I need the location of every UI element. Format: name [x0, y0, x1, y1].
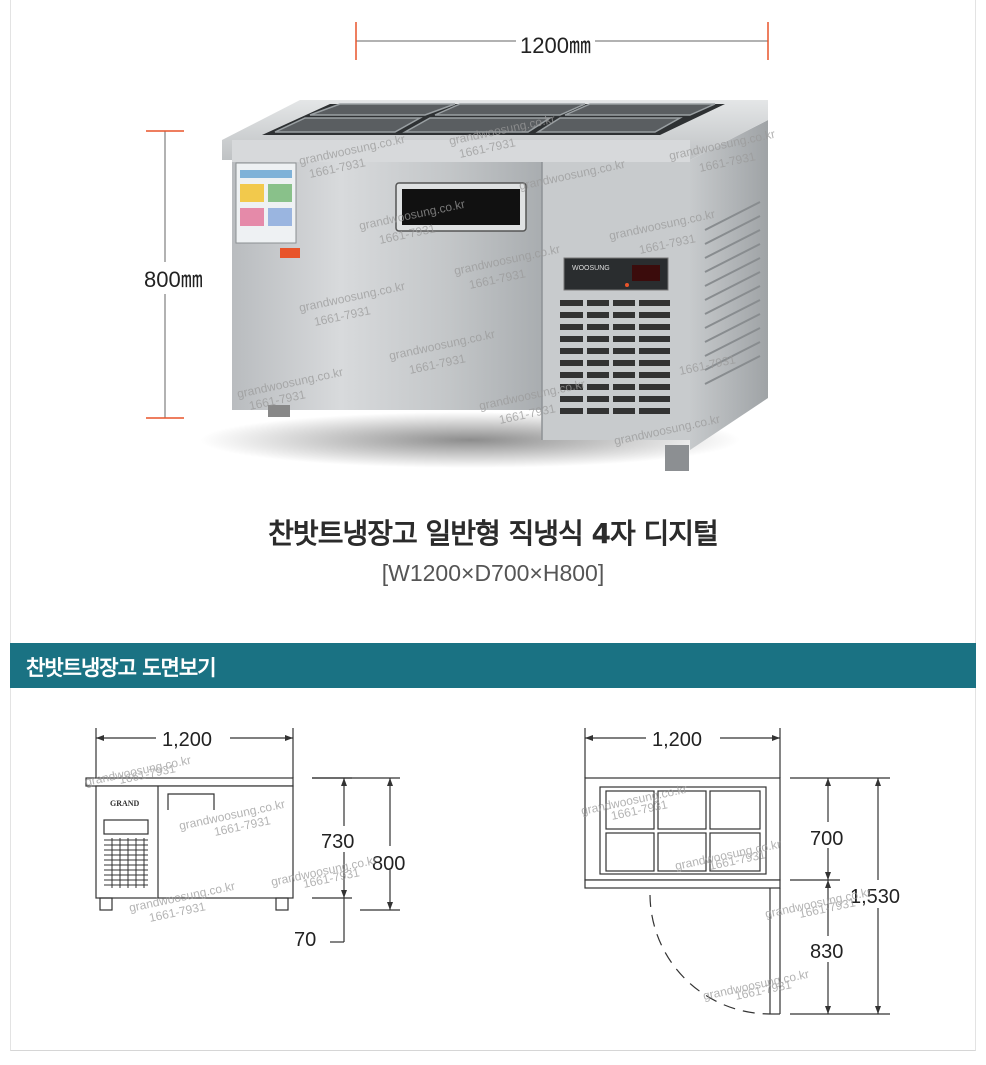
front-view	[85, 728, 400, 943]
front-height-label: 800	[372, 853, 405, 875]
top-door-label: 830	[810, 941, 843, 963]
vent-grille	[560, 300, 670, 414]
product-title: 찬밧트냉장고 일반형 직냉식 4자 디지털	[268, 517, 719, 550]
front-brand-label: GRAND	[110, 799, 140, 808]
technical-drawings: 1,200 730 800 70 GRAND	[0, 690, 986, 1050]
product-spec: [W1200×D700×H800]	[381, 560, 605, 586]
front-width-label: 1,200	[162, 729, 212, 751]
top-depth-label: 700	[810, 828, 843, 850]
product-illustration: WOOSUNG grandwoosung.co.kr 1661-7931 gra…	[146, 22, 776, 471]
height-label: 800㎜	[140, 262, 207, 294]
front-leg-label: 70	[294, 929, 316, 951]
drawing-svg: 1,200 730 800 70 GRAND	[84, 724, 900, 1015]
width-label: 1200㎜	[516, 28, 595, 60]
top-width-label: 1,200	[652, 729, 702, 751]
front-depth-label: 730	[321, 831, 354, 853]
section-header: 찬밧트냉장고 도면보기	[10, 643, 976, 688]
top-view-arrows	[585, 735, 881, 1014]
top-view	[584, 728, 890, 1015]
product-hero: WOOSUNG grandwoosung.co.kr 1661-7931 gra…	[140, 22, 777, 586]
front-width-bg	[156, 724, 230, 750]
top-total-label: 1,530	[850, 886, 900, 908]
front-view-arrows	[96, 735, 393, 910]
top-width-bg	[646, 724, 720, 750]
page-frame	[10, 0, 976, 1051]
section-title: 찬밧트냉장고 도면보기	[26, 656, 217, 680]
digital-controller	[563, 257, 669, 291]
controller-brand: WOOSUNG	[572, 265, 610, 272]
